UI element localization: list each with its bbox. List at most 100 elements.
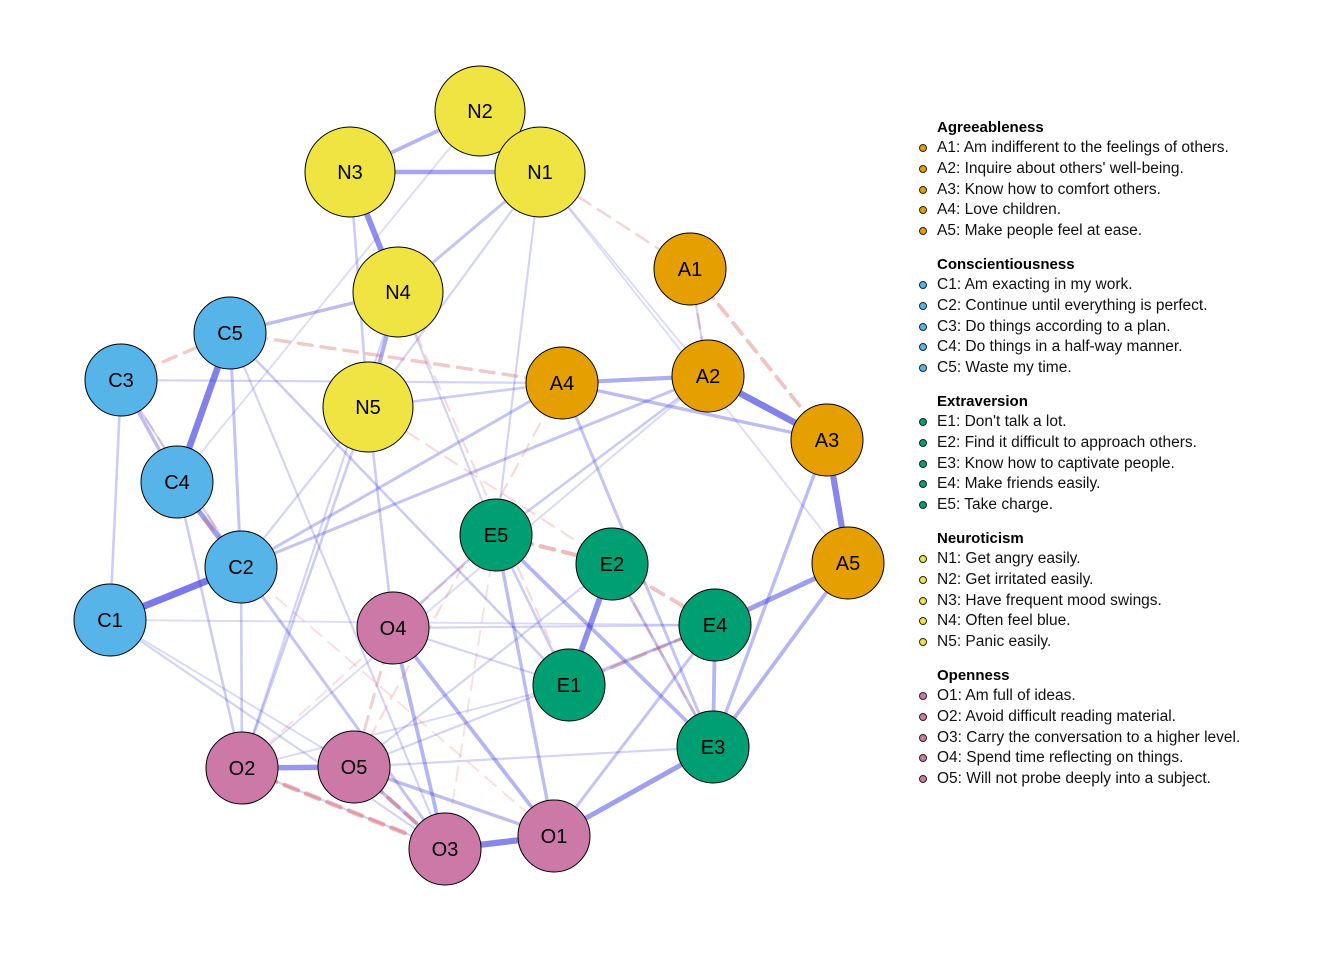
legend-item: N1: Get angry easily. <box>918 549 1318 570</box>
node-O5: O5 <box>317 730 391 804</box>
node-circle-C2 <box>204 530 278 604</box>
legend-item-label: E5: Take charge. <box>937 496 1054 514</box>
legend-item: O2: Avoid difficult reading material. <box>918 707 1318 728</box>
legend-item: N2: Get irritated easily. <box>918 570 1318 591</box>
node-label-A4: A4 <box>550 373 574 395</box>
legend-item: A4: Love children. <box>918 200 1318 221</box>
legend-item: O4: Spend time reflecting on things. <box>918 748 1318 769</box>
node-label-E4: E4 <box>703 615 727 637</box>
legend-item: C2: Continue until everything is perfect… <box>918 296 1318 317</box>
node-label-A3: A3 <box>815 430 839 452</box>
legend-dot-icon <box>919 712 927 721</box>
legend-dot-icon <box>919 480 927 489</box>
legend-item-label: O3: Carry the conversation to a higher l… <box>937 728 1241 746</box>
legend-item-label: N2: Get irritated easily. <box>937 570 1094 588</box>
legend-item: E5: Take charge. <box>918 495 1318 516</box>
node-label-O1: O1 <box>541 826 568 848</box>
legend-item-label: A3: Know how to comfort others. <box>937 180 1161 198</box>
legend-group-title: Extraversion <box>937 392 1028 410</box>
legend-item: N5: Panic easily. <box>918 632 1318 653</box>
node-label-C5: C5 <box>217 323 243 345</box>
node-circle-N1 <box>494 126 586 218</box>
legend-dot-icon <box>919 733 927 742</box>
edge-C3-C2 <box>119 378 243 569</box>
edge-C1-O3 <box>108 618 447 851</box>
node-C1: C1 <box>73 583 147 657</box>
node-circle-A3 <box>790 403 864 477</box>
edge-N1-E5 <box>494 170 542 537</box>
legend-item-label: A1: Am indifferent to the feelings of ot… <box>937 139 1229 156</box>
node-circle-O1 <box>517 799 591 873</box>
node-N1: N1 <box>494 126 586 218</box>
edge-N4-E1 <box>396 290 571 687</box>
node-label-C2: C2 <box>228 557 254 579</box>
node-circle-O3 <box>408 812 482 886</box>
legend-dot-icon <box>919 206 927 215</box>
edge-C2-O1 <box>240 566 555 837</box>
legend-item: O3: Carry the conversation to a higher l… <box>918 728 1318 749</box>
node-circle-E3 <box>676 710 750 784</box>
node-A3: A3 <box>790 403 864 477</box>
legend-dot-icon <box>919 575 927 584</box>
node-E5: E5 <box>459 498 533 572</box>
legend-item: O5: Will not probe deeply into a subject… <box>918 769 1318 790</box>
edge-O2-E1 <box>241 684 570 769</box>
node-label-O5: O5 <box>341 757 368 779</box>
legend-dot-icon <box>919 691 927 700</box>
node-E2: E2 <box>575 527 649 601</box>
edge-N1-N5 <box>366 170 542 409</box>
legend-dot-icon <box>919 322 927 331</box>
node-label-E1: E1 <box>557 675 581 697</box>
node-circle-C4 <box>140 445 214 519</box>
legend-item: C1: Am exacting in my work. <box>918 275 1318 296</box>
legend-item: E2: Find it difficult to approach others… <box>918 433 1318 454</box>
edge-C4-O2 <box>175 480 244 770</box>
node-C4: C4 <box>140 445 214 519</box>
legend-item: O1: Am full of ideas. <box>918 686 1318 707</box>
legend-dot-icon <box>919 596 927 605</box>
edge-O4-O1 <box>391 626 556 838</box>
node-A5: A5 <box>811 526 885 600</box>
legend-item-label: C1: Am exacting in my work. <box>937 275 1133 293</box>
edge-A2-E5 <box>494 374 710 537</box>
legend-item: A2: Inquire about others' well-being. <box>918 159 1318 180</box>
edge-E5-O1 <box>494 533 556 838</box>
legend-item-label: N3: Have frequent mood swings. <box>937 591 1162 609</box>
node-E4: E4 <box>678 588 752 662</box>
node-circle-O2 <box>205 731 279 805</box>
edge-N5-O2 <box>240 405 370 770</box>
node-label-N1: N1 <box>527 162 553 184</box>
node-O2: O2 <box>205 731 279 805</box>
legend-dot-icon <box>919 438 927 447</box>
legend-dot-icon <box>919 343 927 352</box>
node-circle-N5 <box>322 361 414 453</box>
edge-C3-C1 <box>108 378 123 622</box>
node-circle-C1 <box>73 583 147 657</box>
legend-item-label: E3: Know how to captivate people. <box>937 454 1175 472</box>
node-E1: E1 <box>532 648 606 722</box>
edge-A2-O2 <box>241 375 709 769</box>
edge-C2-O3 <box>239 565 447 851</box>
node-N2: N2 <box>434 65 526 157</box>
node-circle-E1 <box>532 648 606 722</box>
node-circle-E2 <box>575 527 649 601</box>
edge-E5-E3 <box>494 533 715 749</box>
legend-dot-icon <box>919 280 927 289</box>
legend-group-title: Conscientiousness <box>937 255 1075 273</box>
legend-dot-icon <box>919 185 927 194</box>
node-label-A1: A1 <box>678 259 702 281</box>
node-C2: C2 <box>204 530 278 604</box>
legend-item: C4: Do things in a half-way manner. <box>918 337 1318 358</box>
node-circle-C5 <box>193 296 267 370</box>
edge-N5-E2 <box>366 405 614 566</box>
node-N5: N5 <box>322 361 414 453</box>
node-label-E5: E5 <box>484 525 508 547</box>
legend-item-label: N5: Panic easily. <box>937 633 1052 651</box>
legend-dot-icon <box>919 554 927 563</box>
legend-item: C5: Waste my time. <box>918 358 1318 379</box>
